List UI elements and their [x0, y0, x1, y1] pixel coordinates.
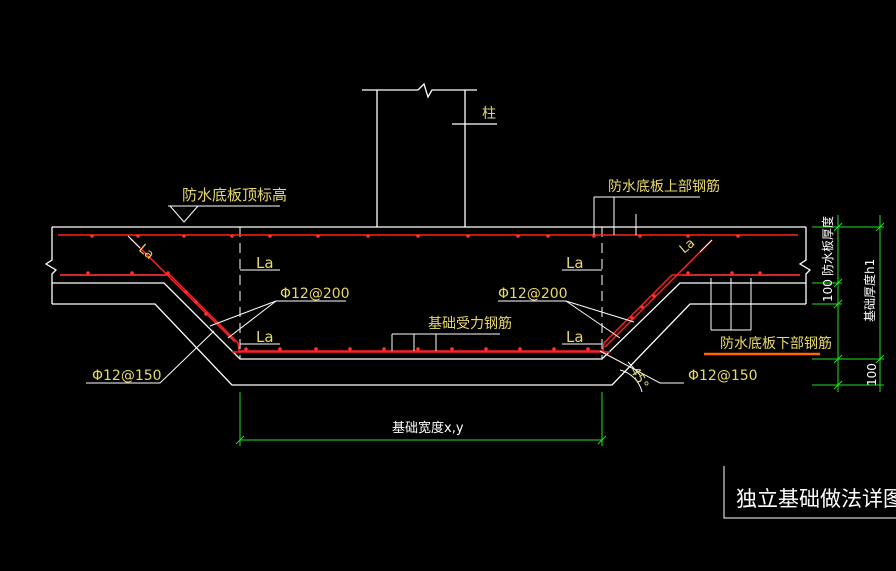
- main-rebar-label: 基础受力钢筋: [428, 315, 512, 332]
- la-label-1: La: [135, 242, 156, 263]
- dim-100-lower: 100: [865, 363, 879, 386]
- angle-label: 45°: [627, 365, 652, 392]
- column-label: 柱: [482, 106, 496, 122]
- column: [362, 82, 497, 227]
- upper-rebar-label: 防水底板上部钢筋: [608, 178, 720, 195]
- drawing-title: 独立基础做法详图: [736, 487, 896, 511]
- la-label-3: La: [566, 254, 584, 272]
- bar-150-right-label: Φ12@150: [688, 368, 758, 384]
- base-width-label: 基础宽度x,y: [392, 420, 464, 436]
- base-thickness-label: 基础厚度h1: [862, 259, 877, 322]
- dimensions: [235, 215, 885, 446]
- bar-200-right-label: Φ12@200: [498, 286, 568, 302]
- slab-thickness-label: 防水板厚度: [820, 216, 835, 276]
- lower-rebar-label: 防水底板下部钢筋: [720, 335, 832, 352]
- la-label-5: La: [256, 328, 274, 346]
- top-elevation-label: 防水底板顶标高: [182, 186, 287, 204]
- leaders: [86, 196, 896, 519]
- la-label-6: La: [566, 328, 584, 346]
- bar-200-left-label: Φ12@200: [280, 286, 350, 302]
- la-label-4: La: [677, 236, 698, 257]
- dim-100-upper: 100: [821, 279, 835, 302]
- dashed-lines: [239, 227, 603, 359]
- bar-150-left-label: Φ12@150: [92, 368, 162, 384]
- la-label-2: La: [256, 254, 274, 272]
- rebar-dots: [86, 234, 762, 351]
- rebars: [58, 234, 800, 353]
- foundation-outline: [44, 226, 812, 386]
